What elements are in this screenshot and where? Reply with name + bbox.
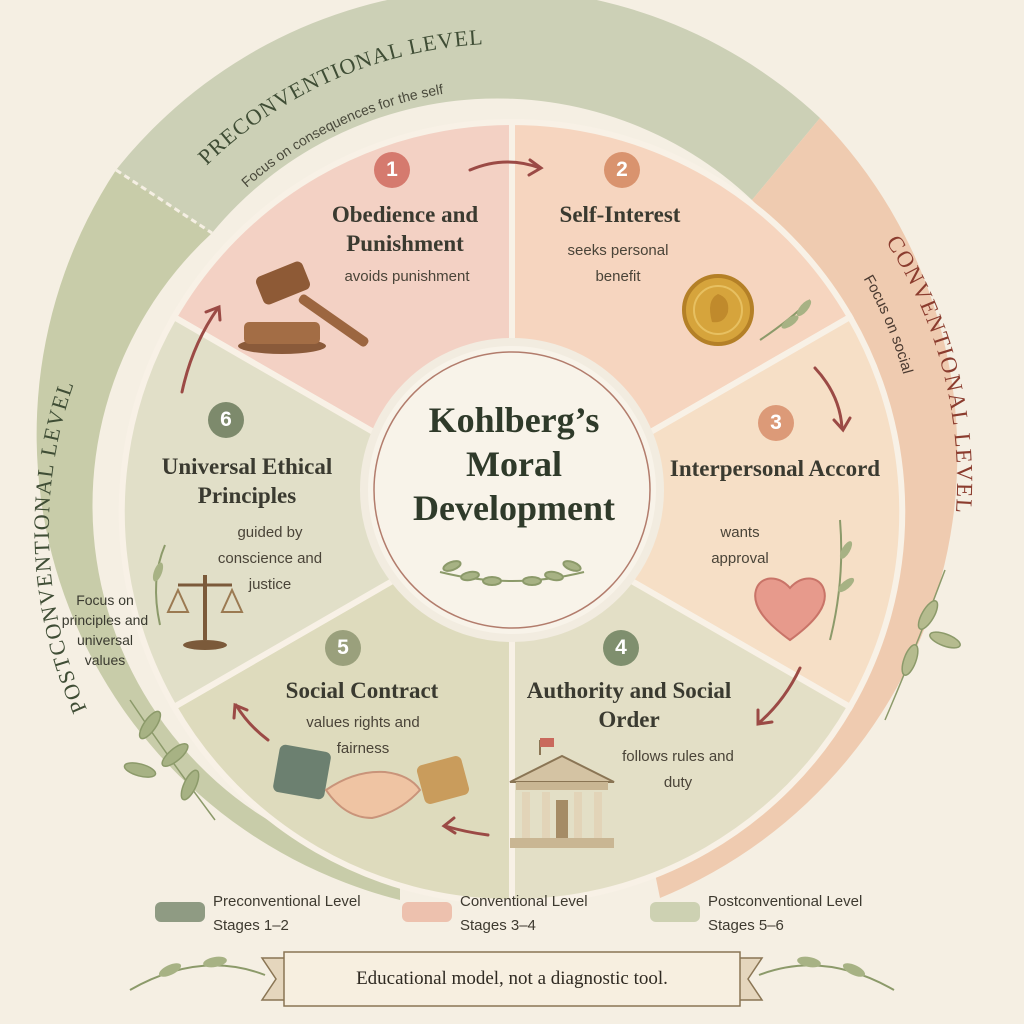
legend-stage-range: Stages 5–6 [708, 917, 784, 934]
stage-3-description: wants approval [711, 524, 769, 567]
stage-6-number-badge: 6 [208, 402, 244, 438]
arrow-3-to-4 [758, 666, 802, 724]
center-laurel-icon [439, 560, 585, 586]
stage-3-title: Interpersonal Accord [669, 456, 881, 481]
footer-note: Educational model, not a diagnostic tool… [356, 968, 668, 989]
stage-3-number-badge: 3 [758, 405, 794, 441]
footer-banner [129, 951, 895, 1007]
legend-level-name: Conventional Level [460, 893, 588, 910]
center-title-line: Moral [466, 444, 562, 484]
arrow-4-to-5 [443, 824, 490, 837]
legend-level-name: Postconventional Level [708, 893, 863, 910]
stage-4-title: Authority and Social Order [526, 678, 732, 732]
stage-1-description: avoids punishment [344, 268, 470, 285]
stage-2-description: seeks personal benefit [567, 242, 669, 285]
postconventional-focus-text: Focus on principles and universal values [61, 592, 149, 668]
scales-icon [152, 544, 244, 650]
center-title-line: Development [413, 488, 615, 528]
courthouse-icon [509, 738, 615, 848]
stage-5-description: values rights and fairness [306, 714, 420, 757]
arrow-6-to-1 [180, 306, 220, 394]
stage-flow-arrows [180, 158, 852, 837]
coin-icon [682, 274, 812, 346]
gavel-icon [238, 261, 369, 354]
legend-swatch [155, 902, 205, 922]
arrow-1-to-2 [468, 160, 542, 172]
legend-stage-range: Stages 1–2 [213, 917, 289, 934]
handshake-icon [273, 744, 470, 820]
stage-4-number-badge: 4 [603, 630, 639, 666]
stage-2-title: Self-Interest [559, 202, 681, 227]
band-divider [115, 168, 213, 235]
stage-5-number-badge: 5 [325, 630, 361, 666]
legend-stage-range: Stages 3–4 [460, 917, 536, 934]
stage-6-title: Universal Ethical Principles [161, 454, 333, 508]
arrow-5-to-6 [234, 703, 270, 742]
legend-swatch [402, 902, 452, 922]
footer-banner-area: Educational model, not a diagnostic tool… [268, 950, 756, 1008]
stage-1-title: Obedience and Punishment [331, 202, 479, 256]
arrow-2-to-3 [813, 366, 844, 430]
leaf-sprig-icon [123, 699, 216, 821]
legend-level-name: Preconventional Level [213, 893, 361, 910]
stage-1-number-badge: 1 [374, 152, 410, 188]
center-title-line: Kohlberg’s [428, 400, 600, 440]
band-conventional [640, 118, 958, 898]
heart-icon [754, 519, 855, 642]
stage-5-title: Social Contract [285, 678, 439, 703]
center-title: Kohlberg’s Moral Development [382, 398, 646, 530]
stage-2-number-badge: 2 [604, 152, 640, 188]
center-circle [360, 338, 664, 642]
leaf-sprig-icon [884, 569, 961, 721]
center-ring [373, 351, 651, 629]
stage-6-description: guided by conscience and justice [217, 524, 323, 593]
legend-swatch [650, 902, 700, 922]
stage-4-description: follows rules and duty [622, 748, 734, 791]
band-preconventional [116, 0, 820, 233]
